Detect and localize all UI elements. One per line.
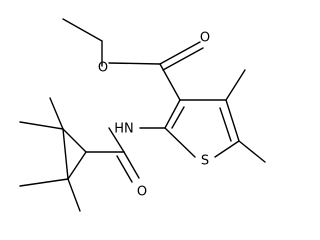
bond-carbonyl-double-b [162,47,204,71]
diagram-background [0,0,274,224]
ester-carbonyl-oxygen-label: O [200,31,210,46]
molecule-structure-diagram: O O HN S O [0,0,274,224]
bond-ring-c2-c3-outer [164,99,181,129]
amide-nitrogen-label: HN [114,122,134,137]
bond-o-carbonyl-carbon [108,62,161,65]
amide-oxygen-label: O [137,185,147,200]
bond-ring-c2-c3-inner [171,106,185,129]
ester-oxygen-label: O [98,61,108,76]
bond-nh-amide-carbon [108,127,125,153]
bond-lines [19,18,266,212]
bond-cp-c1-methyl-up [49,97,64,130]
bond-cp-ch-c2 [67,151,87,180]
bond-carbonyl-double-a [159,41,201,65]
bond-cp-ch-c1 [62,128,87,153]
atom-labels: O O HN S O [98,31,210,200]
bond-c4-methyl [225,69,246,101]
bond-ring-s-c2 [164,127,196,158]
bond-amide-double-a [123,151,140,179]
bond-ring-c4-c5-outer [225,99,240,142]
bond-cp-c1-c2 [62,128,69,180]
bond-ring-c5-s [214,140,240,158]
bond-cp-c1-methyl-left [19,121,64,130]
bond-ethyl-ch3-ch2 [62,18,103,42]
bond-cp-c2-methyl-left [19,178,69,187]
bond-cp-c2-methyl-down [67,178,81,212]
thiophene-sulfur-label: S [201,154,209,169]
bond-c5-methyl [238,140,266,163]
bond-carbonyl-to-ring [159,63,181,101]
bond-ring-c4-c5-inner [219,107,232,142]
bond-amide-double-b [116,155,133,183]
